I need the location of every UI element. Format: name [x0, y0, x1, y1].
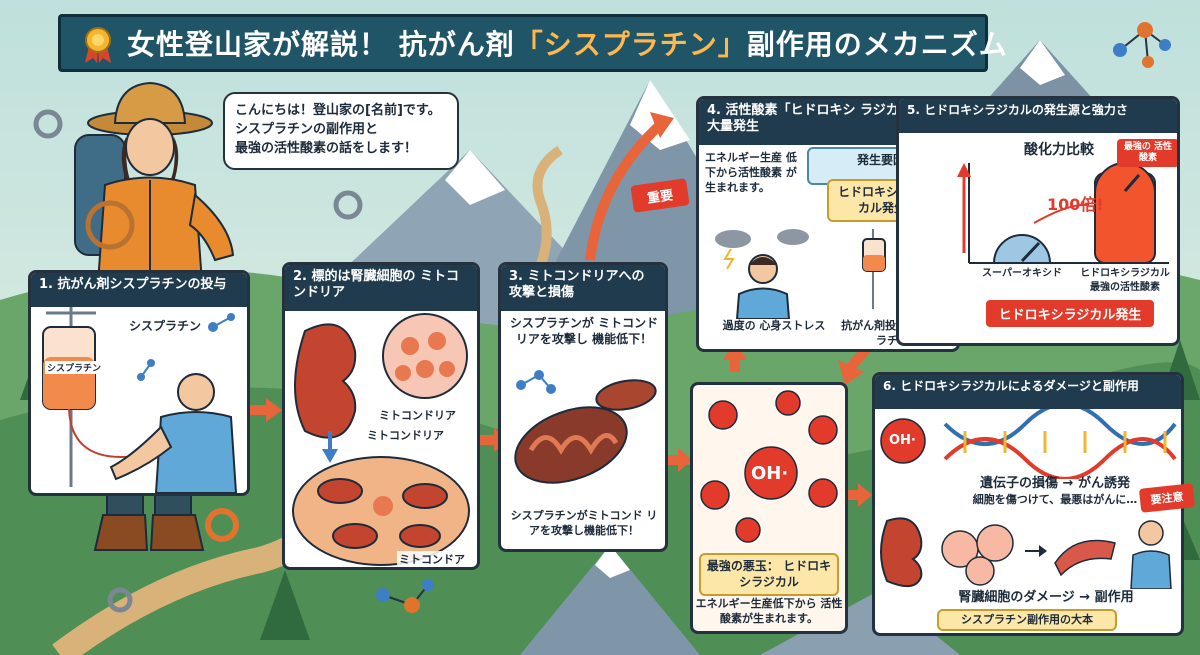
panel-6-damage: 6. ヒドロキシラジカルによるダメージと副作用 OH· 遺伝子の損傷 → がん誘… — [872, 372, 1184, 636]
energy-drop-text: エネルギー生産 低下から活性酸素 が生まれます。 — [705, 151, 797, 194]
summary-tag: シスプラチン副作用の大本 — [937, 609, 1117, 632]
kidney-damage-text: 腎臓細胞のダメージ → 副作用 — [958, 590, 1134, 605]
oh-radical-label: OH· — [751, 463, 789, 484]
speech-line: 最強の活性酸素の話をします！ — [235, 140, 418, 156]
radical-illustration — [700, 390, 838, 543]
damaged-mitochondria-illustration — [514, 370, 657, 484]
mitochondria-label-a: ミトコンドリア — [377, 407, 458, 423]
medal-icon — [85, 27, 111, 63]
kidney-damage-illustration — [880, 517, 1172, 589]
speech-line: こんにちは！登山家の[名前]です。 — [235, 103, 441, 118]
drug-label: シスプラチン — [127, 317, 204, 334]
panel-1-title: 1. 抗がん剤シスプラチンの投与 — [31, 273, 247, 307]
stress-illustration — [715, 229, 809, 319]
oxidation-comparison-illustration — [957, 162, 1169, 264]
hydroxyl-sub-label: 最強の活性酸素 — [1090, 282, 1160, 293]
super-oxide-label: スーパーオキシド — [982, 268, 1062, 279]
iv-bag-label: シスプラチン — [45, 361, 104, 374]
hydroxyl-result-tag: ヒドロキシラジカル発生 — [986, 300, 1154, 327]
cause-heading: 発生要因 — [856, 153, 905, 167]
mitochondria-label-c: ミトコンドア — [397, 551, 467, 567]
gene-damage-text: 遺伝子の損傷 → がん誘発 — [980, 476, 1130, 491]
villain-box: 最強の悪玉： ヒドロキシラジカル — [699, 553, 839, 597]
kidney-cell-illustration — [292, 313, 470, 566]
panel-6-oh-label: OH· — [889, 433, 916, 448]
center-villain-panel: OH· 最強の悪玉： ヒドロキシラジカル エネルギー生産低下から 活性酸素が生ま… — [690, 382, 848, 634]
gene-damage-sub: 細胞を傷つけて、最悪はがんに… — [972, 493, 1138, 506]
speech-bubble: こんにちは！登山家の[名前]です。 シスプラチンの副作用と 最強の活性酸素の話を… — [223, 92, 459, 170]
panel-3-top-text: シスプラチンが ミトコンドリアを攻撃し 機能低下！ — [509, 316, 659, 347]
panel-5-title: 5. ヒドロキシラジカルの発生源と強力さ — [899, 99, 1177, 133]
hydroxyl-label: ヒドロキシラジカル — [1080, 268, 1170, 279]
compare-heading: 酸化力比較 — [1024, 142, 1094, 158]
speech-line: シスプラチンの副作用と — [235, 121, 379, 137]
panel-2-title: 2. 標的は腎臓細胞の ミトコンドリア — [285, 265, 477, 311]
panel-1-administration: 1. 抗がん剤シスプラチンの投与 シスプラチン シスプラチン — [28, 270, 250, 496]
times-100-label: 100倍! — [1047, 195, 1104, 214]
dna-damage-illustration — [880, 409, 1177, 479]
stress-label: 過度の 心身ストレス — [722, 319, 826, 332]
center-bottom-text: エネルギー生産低下から 活性酸素が生まれます。 — [695, 597, 843, 625]
page-title: 女性登山家が解説！ 抗がん剤「シスプラチン」副作用のメカニズム — [127, 28, 1008, 61]
panel-3-bottom-text: シスプラチンがミトコンド リアを攻撃し機能低下！ — [510, 509, 658, 537]
panel-3-attack: 3. ミトコンドリアへの 攻撃と損傷 シスプラチンが ミトコンドリアを攻撃し 機… — [498, 262, 668, 552]
title-banner: 女性登山家が解説！ 抗がん剤「シスプラチン」副作用のメカニズム — [58, 14, 1007, 72]
panel-3-title: 3. ミトコンドリアへの 攻撃と損傷 — [501, 265, 665, 311]
strongest-badge: 最強の 活性酸素 — [1117, 139, 1177, 167]
mitochondria-label-b: ミトコンドリア — [365, 427, 446, 443]
panel-2-kidney-mitochondria: 2. 標的は腎臓細胞の ミトコンドリア ミトコンドリア ミトコンドリア ミトコン… — [282, 262, 480, 570]
iv-drip-illustration — [42, 307, 238, 493]
panel-6-title: 6. ヒドロキシラジカルによるダメージと副作用 — [875, 375, 1181, 409]
